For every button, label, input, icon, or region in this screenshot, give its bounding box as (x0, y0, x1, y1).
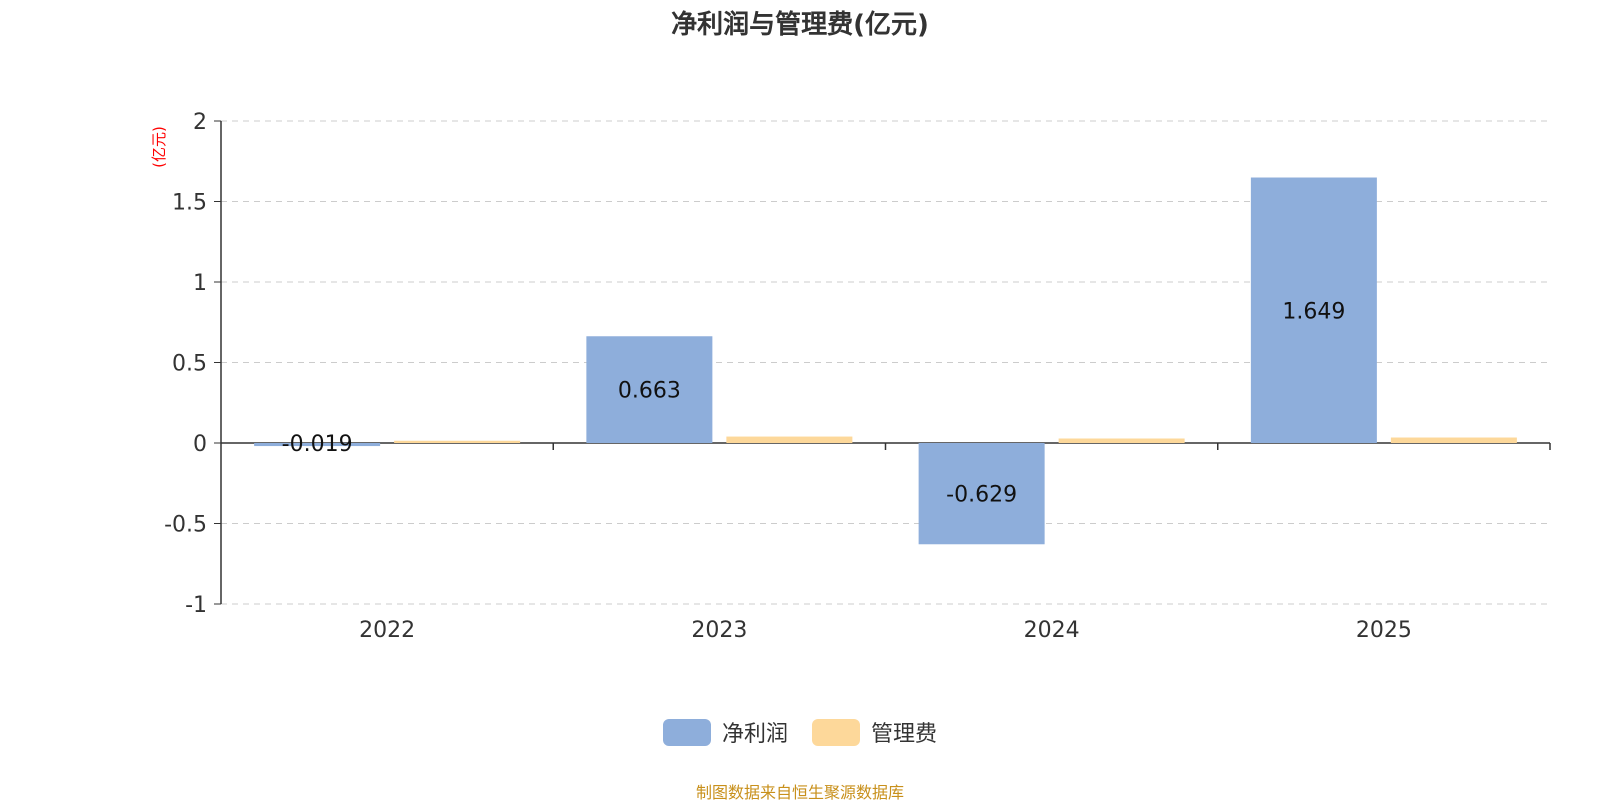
legend: 净利润 管理费 (0, 716, 1600, 748)
y-tick-label: 0 (193, 432, 207, 457)
data-label: -0.019 (282, 432, 353, 457)
axes: -1 -0.5 0 0.5 1 1.5 2 2022 2023 2024 2025 (164, 110, 1551, 643)
bar-net-profit (1250, 177, 1377, 444)
bar-chart: -1 -0.5 0 0.5 1 1.5 2 2022 2023 2024 2025 -0.019 0.… (150, 110, 1551, 643)
grid-lines (221, 120, 1550, 605)
y-tick-label: 1 (193, 271, 207, 296)
bar-net-profit (254, 443, 381, 447)
legend-label-admin-expense: 管理费 (871, 722, 938, 747)
y-tick-label: -1 (185, 593, 207, 618)
legend-label-net-profit: 净利润 (721, 722, 788, 747)
y-tick-label: -0.5 (164, 513, 207, 538)
legend-swatch-admin-expense (812, 718, 860, 746)
legend-item-net-profit[interactable]: 净利润 (662, 716, 788, 748)
data-label: 1.649 (1282, 299, 1345, 324)
bar-admin-expense (726, 436, 853, 443)
data-source-note: 制图数据来自恒生聚源数据库 (695, 783, 904, 802)
legend-swatch-net-profit (662, 718, 711, 746)
y-tick-label: 0.5 (172, 352, 207, 377)
chart-title: 净利润与管理费(亿元) (671, 10, 929, 40)
data-label: -0.629 (946, 483, 1017, 508)
bar-admin-expense (1390, 437, 1517, 443)
bar-admin-expense (1058, 438, 1185, 443)
legend-item-admin-expense[interactable]: 管理费 (812, 716, 937, 748)
bar-net-profit (918, 443, 1045, 545)
y-tick-label: 2 (193, 110, 207, 135)
x-tick-label: 2025 (1356, 618, 1412, 643)
data-labels: -0.019 0.663 -0.629 1.649 (282, 299, 1346, 507)
data-label: 0.663 (618, 379, 681, 404)
x-tick-label: 2023 (691, 618, 747, 643)
x-tick-label: 2024 (1024, 618, 1080, 643)
bar-admin-expense (394, 440, 521, 443)
bars (254, 177, 1517, 545)
x-tick-label: 2022 (359, 618, 415, 643)
y-tick-label: 1.5 (172, 191, 207, 216)
bar-net-profit (586, 336, 713, 443)
y-axis-label: (亿元) (150, 126, 168, 168)
